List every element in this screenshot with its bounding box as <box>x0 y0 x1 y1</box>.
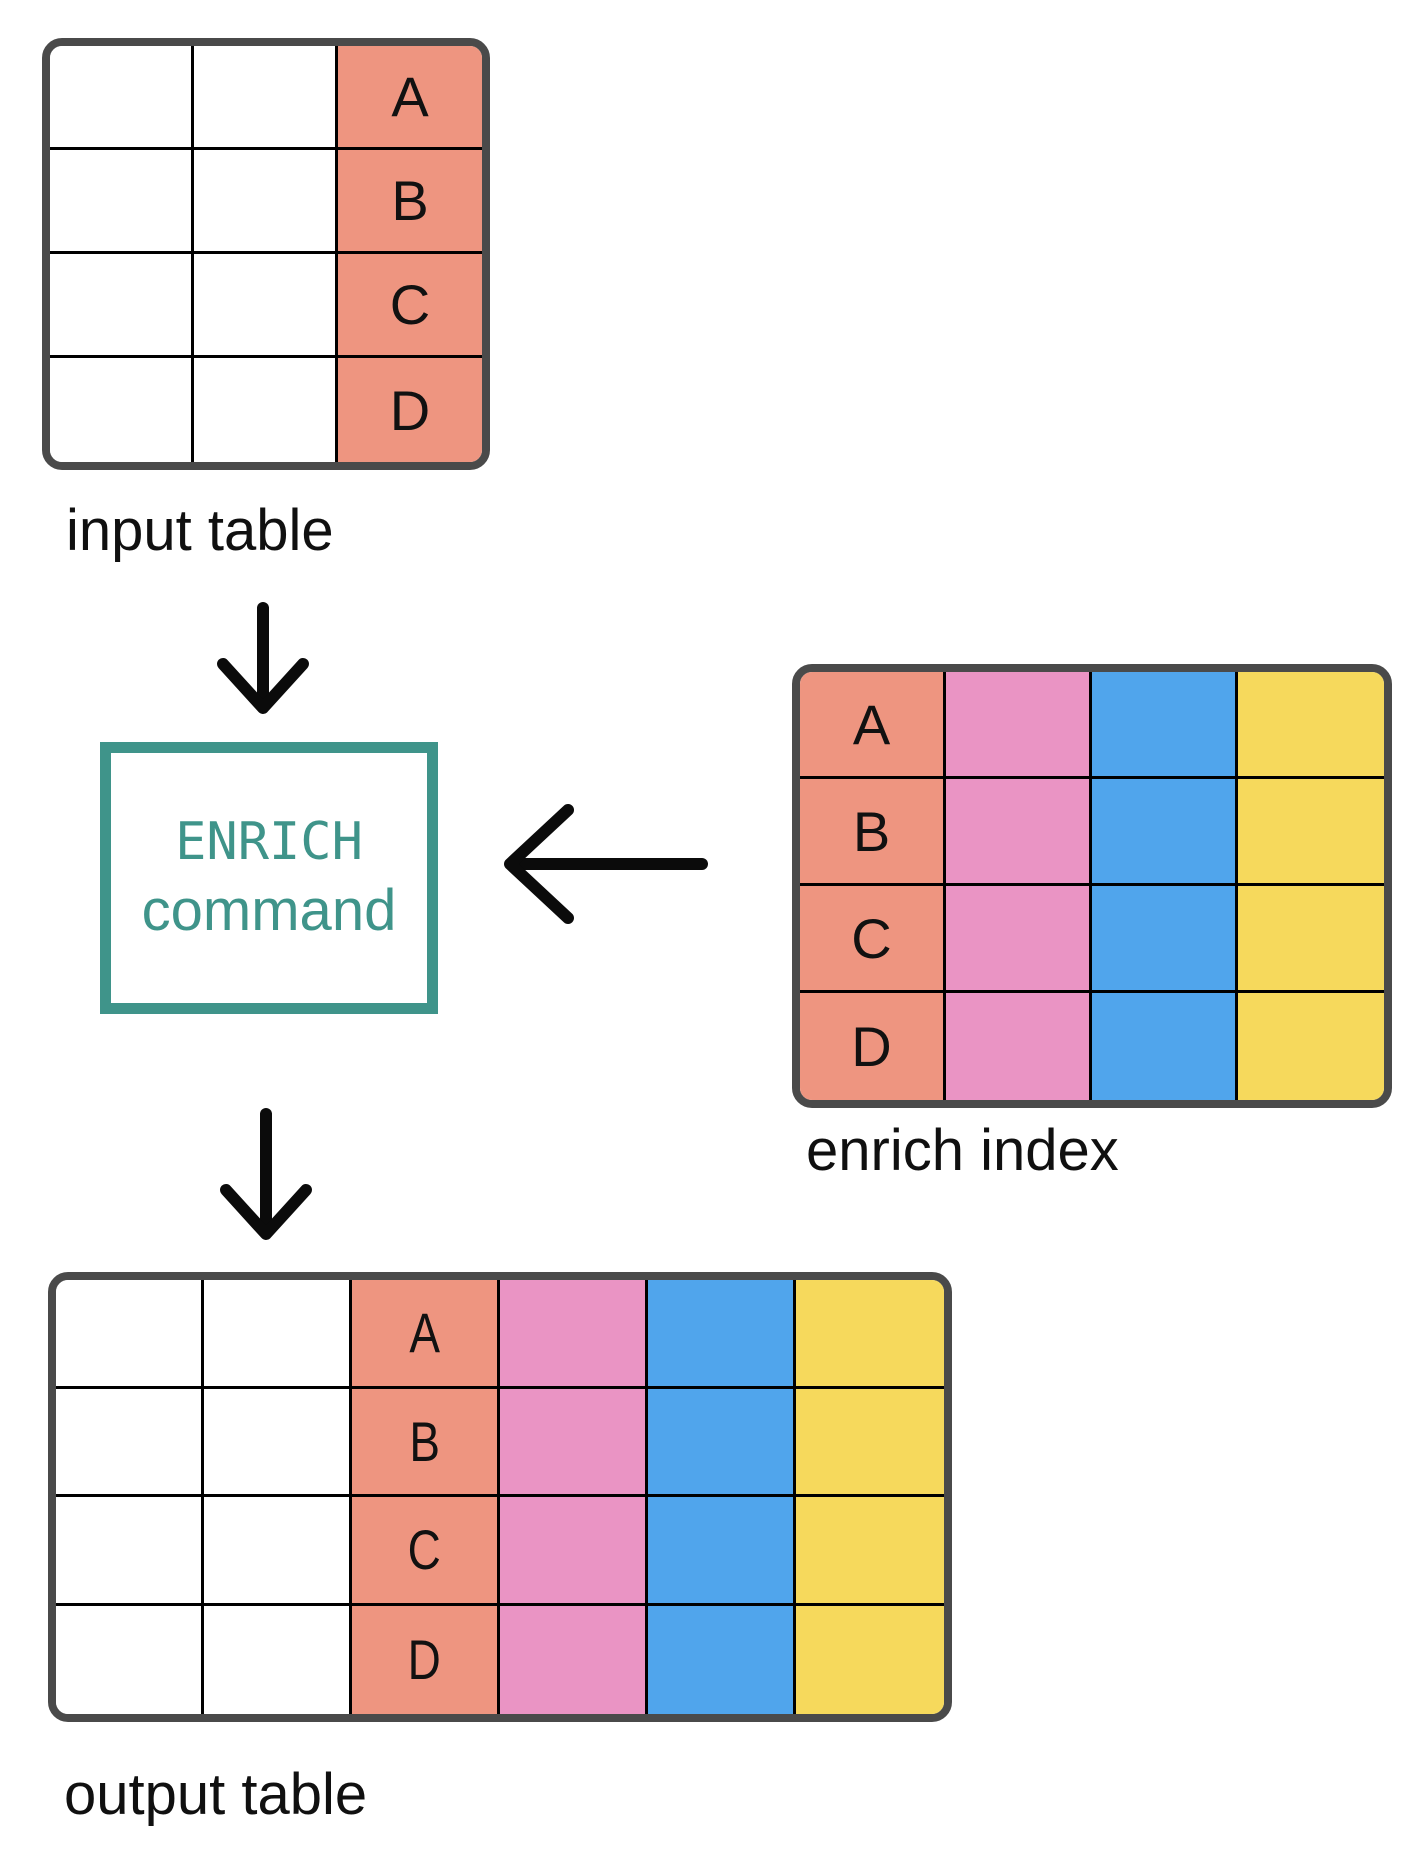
table-cell <box>946 779 1092 886</box>
table-cell <box>648 1388 796 1497</box>
table-cell <box>1238 672 1384 779</box>
enrich-command-box: ENRICH command <box>100 742 438 1014</box>
table-cell <box>194 254 338 358</box>
arrow-down-input-to-command-icon <box>217 602 309 714</box>
table-cell <box>946 886 1092 993</box>
table-cell <box>56 1388 204 1497</box>
key-letter: B <box>409 1409 440 1473</box>
table-cell: B <box>800 779 946 886</box>
table-cell: C <box>800 886 946 993</box>
key-letter: D <box>389 378 431 442</box>
table-cell <box>50 150 194 254</box>
input-table-label: input table <box>66 498 334 563</box>
table-cell <box>204 1280 352 1389</box>
enrich-index-label: enrich index <box>806 1118 1119 1183</box>
table-cell <box>648 1280 796 1389</box>
table-cell: A <box>800 672 946 779</box>
table-cell <box>56 1280 204 1389</box>
table-cell: B <box>352 1388 500 1497</box>
table-cell <box>500 1605 648 1714</box>
table-cell <box>50 254 194 358</box>
table-cell <box>1238 886 1384 993</box>
table-cell <box>50 46 194 150</box>
table-cell <box>1092 993 1238 1100</box>
table-cell <box>500 1497 648 1606</box>
enrich-command-keyword: ENRICH <box>175 812 363 872</box>
key-letter: A <box>409 1301 440 1365</box>
key-letter: C <box>407 1518 442 1582</box>
table-cell <box>50 358 194 462</box>
key-letter: A <box>391 65 429 128</box>
table-cell <box>194 358 338 462</box>
table-cell <box>194 150 338 254</box>
table-cell: A <box>338 46 482 150</box>
table-cell <box>946 993 1092 1100</box>
table-cell <box>204 1388 352 1497</box>
table-cell <box>500 1388 648 1497</box>
table-cell <box>56 1605 204 1714</box>
table-cell: D <box>352 1605 500 1714</box>
table-cell <box>204 1605 352 1714</box>
enrich-command-word: command <box>141 878 397 943</box>
table-cell <box>1092 672 1238 779</box>
table-cell: C <box>352 1497 500 1606</box>
table-cell <box>1092 779 1238 886</box>
arrow-left-index-to-command-icon <box>504 804 708 924</box>
key-letter: C <box>389 273 431 336</box>
table-cell <box>194 46 338 150</box>
table-cell <box>1238 993 1384 1100</box>
table-cell: D <box>338 358 482 462</box>
table-cell <box>648 1497 796 1606</box>
table-cell: B <box>338 150 482 254</box>
key-letter: A <box>852 692 891 756</box>
table-cell <box>1092 886 1238 993</box>
table-cell <box>648 1605 796 1714</box>
table-cell <box>796 1388 944 1497</box>
table-cell <box>796 1497 944 1606</box>
table-cell <box>796 1280 944 1389</box>
output-table-label: output table <box>64 1762 368 1827</box>
key-letter: D <box>407 1628 442 1692</box>
table-cell <box>500 1280 648 1389</box>
table-cell <box>56 1497 204 1606</box>
table-cell <box>1238 779 1384 886</box>
key-letter: D <box>851 1015 892 1078</box>
table-cell: C <box>338 254 482 358</box>
table-cell: D <box>800 993 946 1100</box>
table-cell <box>796 1605 944 1714</box>
key-letter: B <box>852 799 891 863</box>
key-letter: C <box>851 906 892 970</box>
table-cell: A <box>352 1280 500 1389</box>
table-cell <box>946 672 1092 779</box>
key-letter: B <box>391 169 429 232</box>
table-cell <box>204 1497 352 1606</box>
arrow-down-command-to-output-icon <box>220 1108 312 1240</box>
